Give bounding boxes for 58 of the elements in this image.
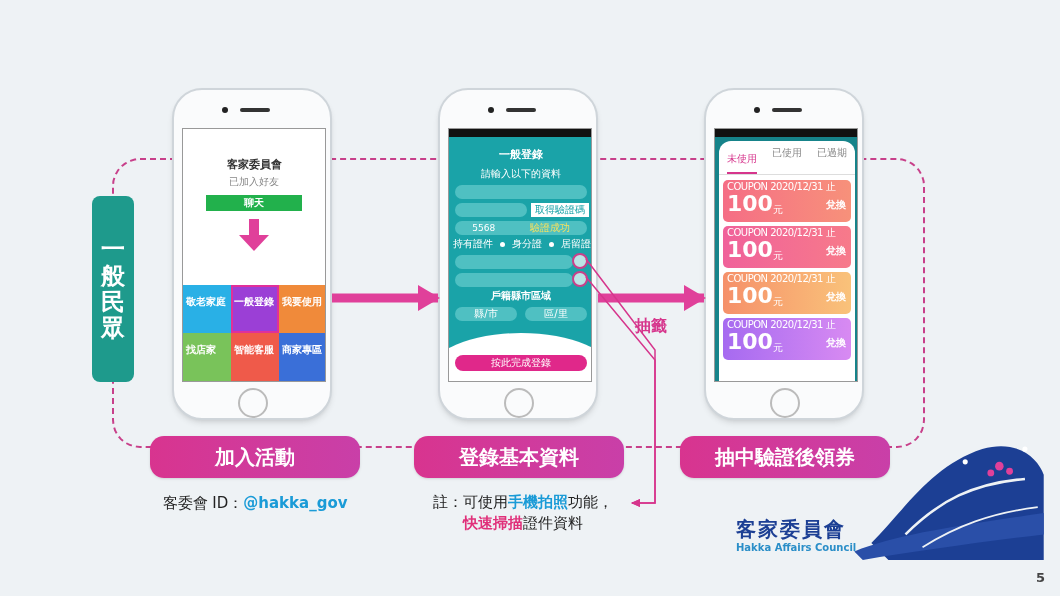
tab-label: 已過期: [817, 146, 848, 160]
coupon-date: COUPON 2020/12/31 止: [727, 320, 837, 330]
coupon-value: 100: [727, 193, 773, 215]
screen-title: 一般登錄: [499, 147, 543, 163]
menu-tile-label: 我要使用: [282, 296, 322, 307]
smartphone: [172, 88, 332, 420]
radio-label: 身分證: [512, 239, 542, 249]
smartphone: [704, 88, 864, 420]
step-label-pill: [150, 436, 360, 478]
coupon-value: 100: [727, 239, 773, 261]
smartphone: [438, 88, 598, 420]
coupon-date: COUPON 2020/12/31 止: [727, 274, 837, 284]
coupon-date: COUPON 2020/12/31 止: [727, 182, 837, 192]
arrow: [332, 285, 440, 311]
redeem-label: 兌換: [826, 200, 846, 210]
vertical-category-tab: [92, 196, 134, 382]
account-id-text: 客委會 ID：@hakka_gov: [162, 493, 348, 514]
page-number: 5: [1036, 569, 1046, 587]
step-title: 登錄基本資料: [459, 444, 579, 471]
currency-unit: 元: [772, 297, 783, 307]
step-title: 加入活動: [215, 444, 295, 471]
organization-name: 客家委員會: [736, 517, 847, 542]
id-type-label: 持有證件: [453, 239, 493, 249]
menu-tile-label: 找店家: [186, 344, 216, 355]
redeem-label: 兌換: [826, 246, 846, 256]
organization-english-name: Hakka Affairs Council: [736, 542, 857, 555]
instruction-text: 請輸入以下的資料: [481, 169, 561, 179]
step-title: 抽中驗證後領券: [715, 444, 855, 471]
radio-label: 居留證: [561, 239, 591, 249]
currency-unit: 元: [772, 205, 783, 215]
success-text: 驗證成功: [529, 223, 570, 233]
currency-unit: 元: [772, 343, 783, 353]
currency-unit: 元: [772, 251, 783, 261]
dropdown-label: 縣/市: [474, 309, 498, 319]
chat-label: 聊天: [244, 196, 264, 210]
button-label: 取得驗證碼: [535, 205, 585, 215]
code-value: 5568: [472, 223, 496, 233]
tab-label: 已使用: [772, 146, 802, 160]
coupon-value: 100: [727, 331, 773, 353]
redeem-label: 兌換: [826, 292, 846, 302]
coupon-date: COUPON 2020/12/31 止: [727, 228, 837, 238]
account-name: 客家委員會: [226, 157, 282, 173]
status-text: 已加入好友: [229, 174, 279, 189]
coupon-value: 100: [727, 285, 773, 307]
step-label-pill: [680, 436, 890, 478]
arrow: [598, 285, 706, 311]
category-title: 一般民眾: [101, 236, 125, 342]
menu-tile-label: 智能客服: [234, 344, 274, 355]
menu-tile-label: 敬老家庭: [186, 296, 226, 307]
note-text: 註：可使用手機拍照功能，快速掃描證件資料: [416, 492, 630, 536]
button-label: 按此完成登錄: [491, 358, 551, 368]
menu-tile-label: 商家專區: [282, 344, 322, 355]
dropdown-label: 區/里: [544, 309, 568, 319]
menu-tile-label: 一般登錄: [234, 296, 274, 307]
step-label-pill: [414, 436, 624, 478]
redeem-label: 兌換: [826, 338, 846, 348]
tab-label: 未使用: [726, 153, 757, 164]
section-label: 戶籍縣市區域: [491, 291, 551, 301]
